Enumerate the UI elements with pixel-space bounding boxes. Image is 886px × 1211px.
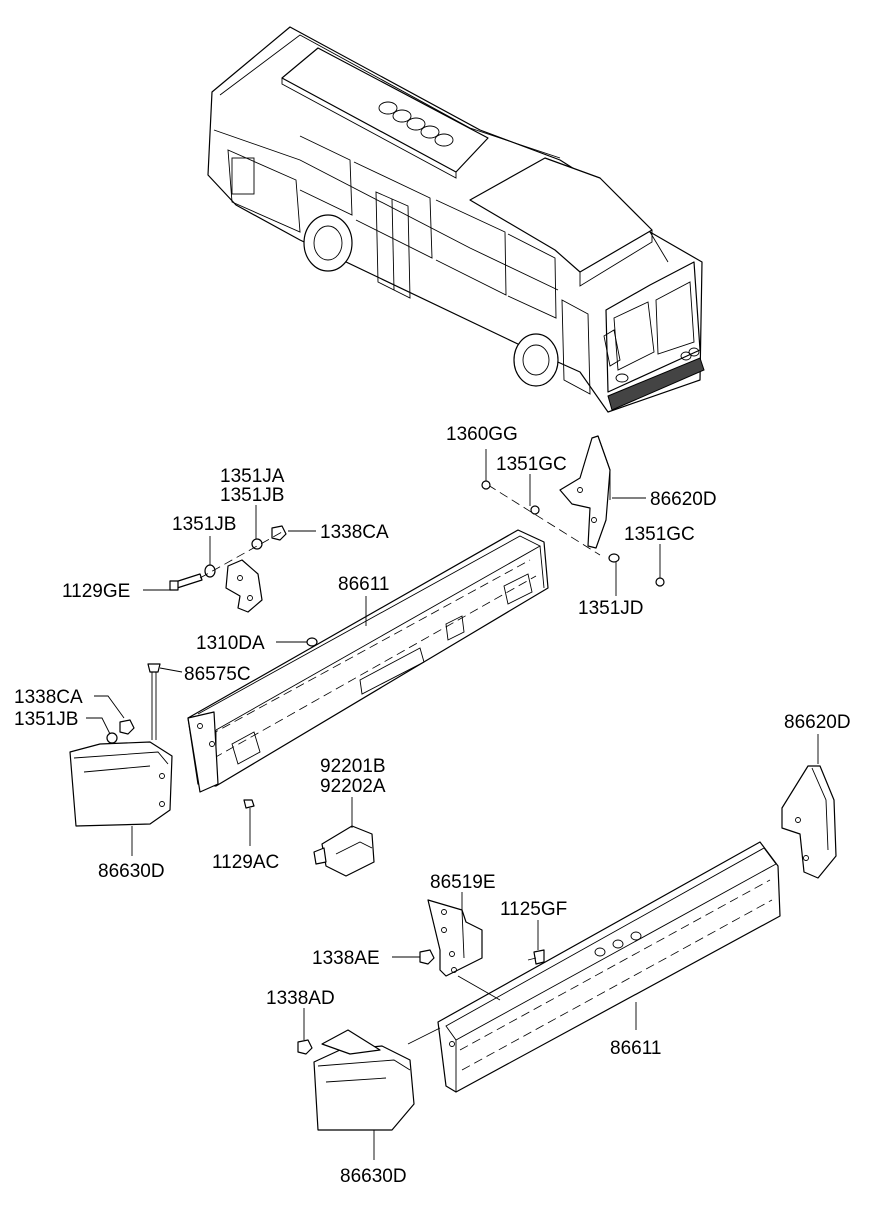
corner-piece-86620d-right	[781, 765, 837, 879]
mounting-bracket-left	[225, 559, 263, 613]
fastener-1360gg	[481, 480, 491, 490]
label-1351jb-mid: 1351JB	[172, 514, 236, 535]
label-1310da: 1310DA	[196, 633, 265, 654]
label-1351jb-top: 1351JB	[220, 485, 284, 506]
label-1351ja: 1351JA	[220, 466, 285, 487]
label-1351gc-top: 1351GC	[496, 454, 567, 475]
label-86620d-top: 86620D	[650, 489, 717, 510]
label-1351jb-left: 1351JB	[14, 709, 78, 730]
label-1338ca-left: 1338CA	[14, 687, 83, 708]
nut-1338ad	[297, 1039, 313, 1055]
bumper-beam-86611-bottom	[437, 841, 781, 1093]
label-1338ae: 1338AE	[312, 948, 380, 969]
fastener-1351jd	[608, 553, 620, 563]
label-92202a: 92202A	[320, 776, 386, 797]
label-1338ad: 1338AD	[266, 988, 335, 1009]
fastener-1351gc-top	[530, 505, 540, 515]
label-1129ge: 1129GE	[62, 581, 130, 602]
nut-1338ca-left	[119, 719, 135, 735]
washer-1351jb-left	[106, 732, 118, 744]
label-86519e: 86519E	[430, 872, 496, 893]
label-86620d-right: 86620D	[784, 712, 851, 733]
corner-cap-86630d-top	[69, 741, 173, 827]
label-92201b: 92201B	[320, 756, 386, 777]
sensor-92201b	[313, 825, 375, 877]
corner-cap-86630d-bottom	[313, 1029, 415, 1131]
label-1351gc-right: 1351GC	[624, 524, 695, 545]
label-1338ca-top: 1338CA	[320, 522, 389, 543]
label-1129ac: 1129AC	[212, 852, 279, 873]
label-86630d-top: 86630D	[98, 861, 165, 882]
leader-lines	[86, 449, 819, 1160]
bracket-86519e	[427, 899, 483, 977]
label-86611-top: 86611	[338, 574, 389, 595]
nut-1310da	[306, 637, 318, 647]
label-1125gf: 1125GF	[500, 899, 567, 920]
label-1360gg: 1360GG	[446, 424, 518, 445]
bus-illustration	[207, 26, 705, 413]
screw-1129ac	[243, 799, 255, 809]
corner-bracket-86620d-top	[559, 435, 611, 549]
bolt-1129ge	[169, 573, 203, 591]
screw-1125gf	[527, 949, 545, 965]
bumper-beam-86611-top	[187, 529, 549, 793]
label-86611-bottom: 86611	[610, 1038, 661, 1059]
washer-1351jb-top	[251, 538, 263, 550]
bolt-86575c	[147, 663, 161, 740]
label-1351jd: 1351JD	[578, 598, 644, 619]
label-86630d-bottom: 86630D	[340, 1166, 407, 1187]
nut-1338ca-top	[271, 525, 287, 541]
nut-1338ae	[419, 949, 435, 965]
washer-1351jb-mid	[204, 564, 216, 578]
part-labels: 1360GG 1351GC 86620D 1351GC 1351JD 1351J…	[14, 424, 851, 1187]
fastener-1351gc-right	[655, 577, 665, 587]
label-86575c: 86575C	[184, 664, 251, 685]
